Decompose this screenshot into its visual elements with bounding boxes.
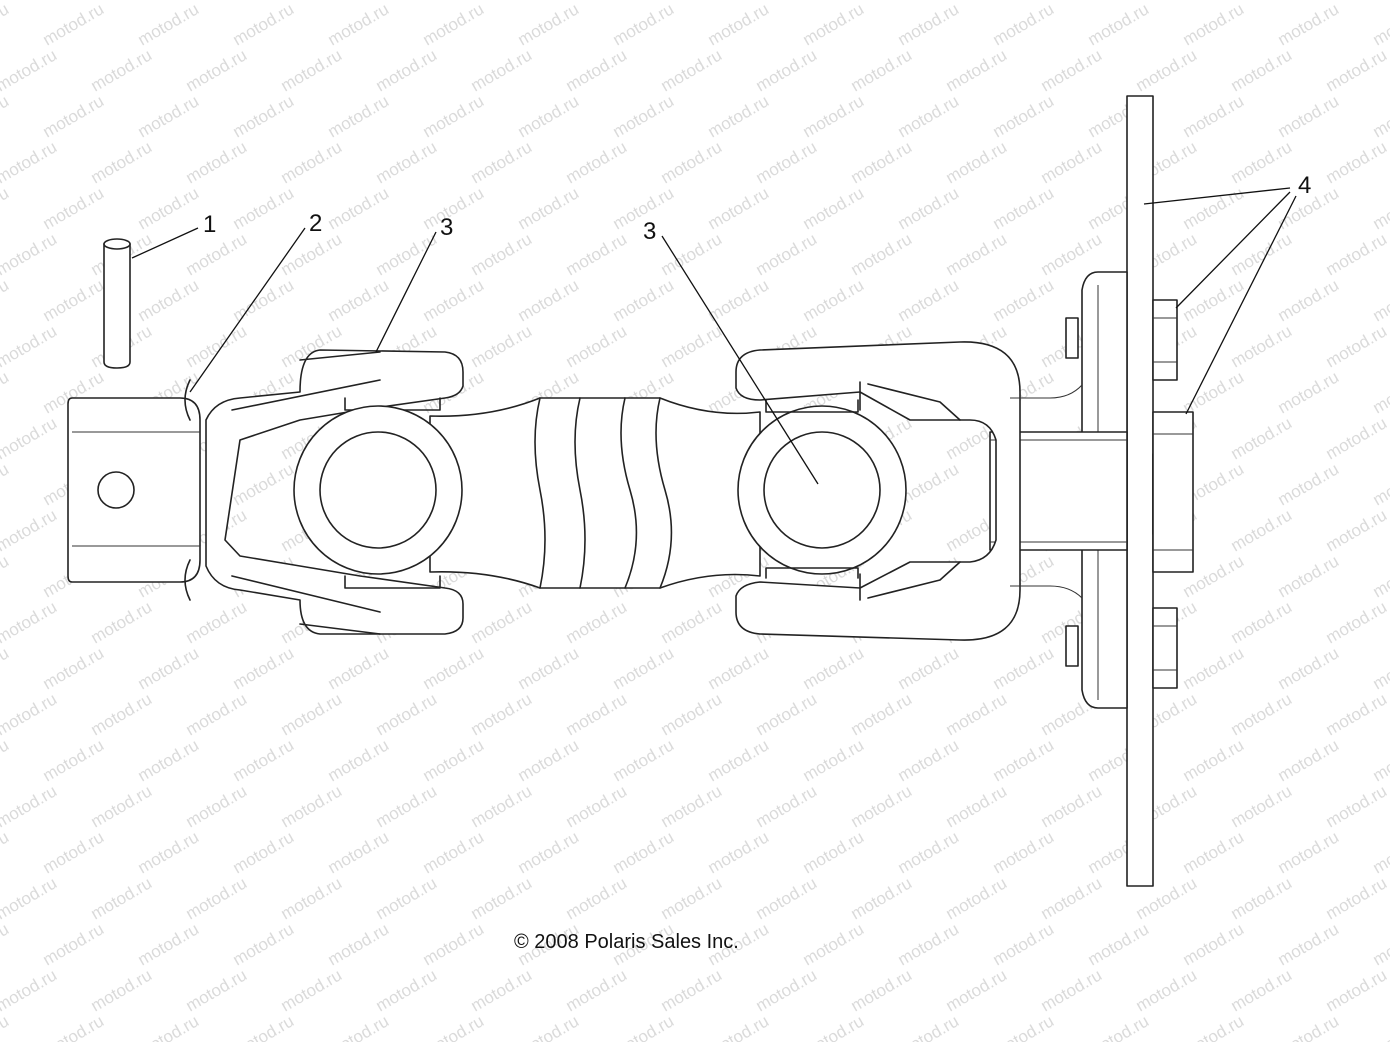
callout-labels: 1 2 3 3 4 (203, 172, 1311, 245)
left-yoke (205, 349, 464, 635)
right-yoke (735, 341, 1083, 641)
callout-3b: 3 (643, 218, 656, 245)
leader-lines (131, 187, 1297, 485)
left-bearing-cup (293, 405, 463, 575)
right-bearing-cup (737, 399, 907, 579)
middle-shaft (429, 397, 761, 589)
left-shaft-end (67, 379, 201, 601)
callout-1: 1 (203, 211, 216, 238)
callout-3a: 3 (440, 214, 453, 241)
roll-pin (103, 238, 131, 369)
callout-4: 4 (1298, 172, 1311, 199)
copyright-notice: © 2008 Polaris Sales Inc. (514, 931, 739, 953)
callout-2: 2 (309, 210, 322, 237)
